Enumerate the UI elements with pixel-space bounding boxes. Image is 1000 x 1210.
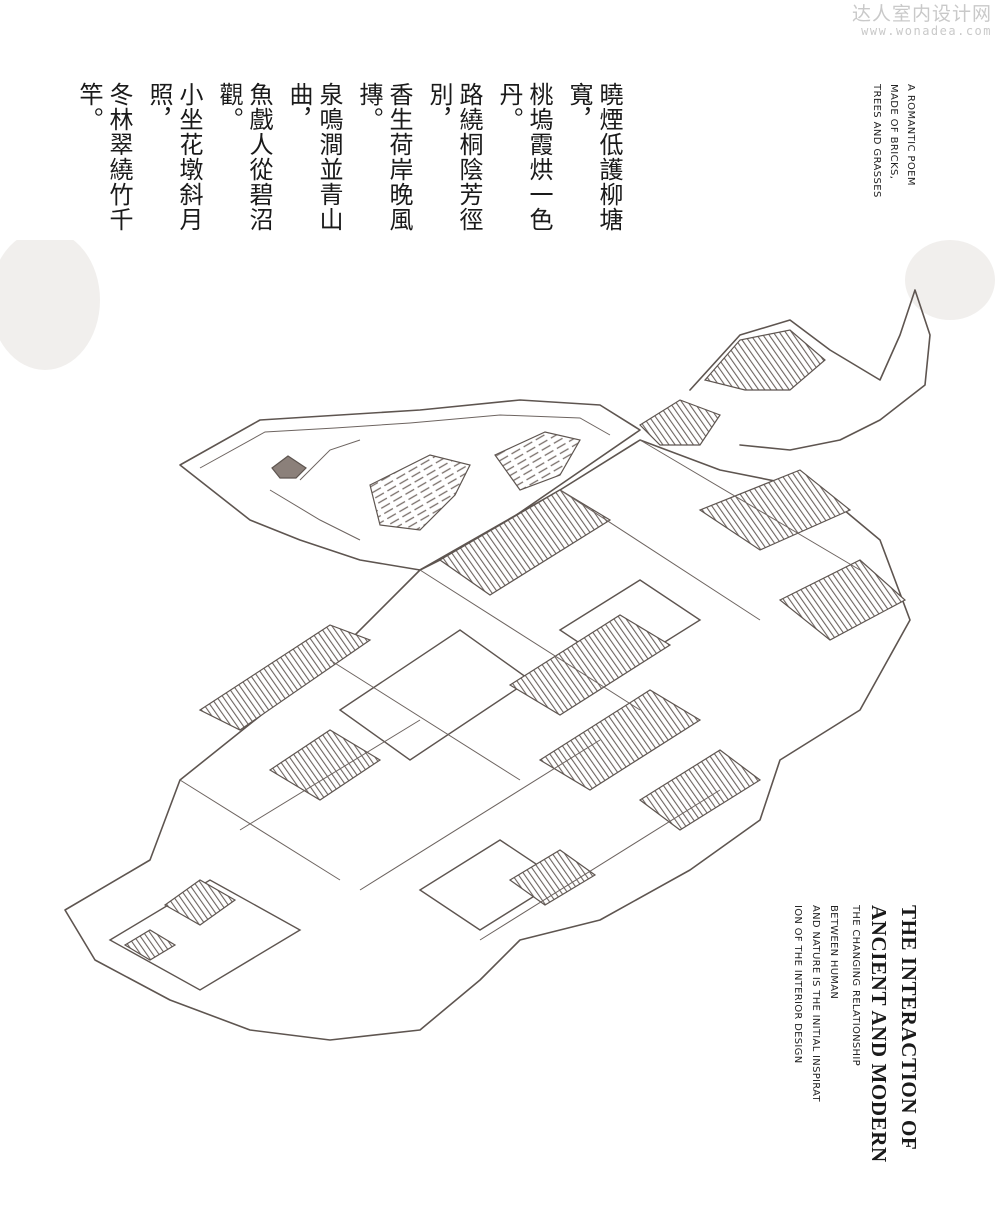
garden-pavilion [271, 455, 307, 479]
watermark: 达人室内设计网 www.wonadea.com [852, 4, 992, 38]
building-lines [179, 439, 861, 941]
paper-smudge [0, 240, 100, 370]
rear-hall-roof [703, 329, 826, 391]
headline-title-line-2: ANCIENT AND MODERN [867, 905, 891, 1163]
garden-path [269, 439, 361, 541]
garden-inner-wall [199, 414, 611, 469]
tagline-line-3: TREES AND GRASSES [871, 84, 882, 198]
front-pavilion-roof [163, 879, 237, 926]
garden-pond [369, 454, 471, 531]
compound-outer-wall [64, 439, 911, 1041]
poem-line-5: 泉鳴澗並青山曲， [285, 82, 343, 232]
gatehouse-roof [508, 849, 597, 906]
corner-pavilion-roof [123, 929, 177, 961]
hall-roof-far-east [778, 559, 907, 641]
hall-roof-south [268, 729, 382, 801]
paper-smudge [905, 240, 995, 320]
tagline-line-2: MADE OF BRICKS, [888, 84, 899, 180]
tagline: A ROMANTIC POEM MADE OF BRICKS, TREES AN… [870, 84, 917, 198]
garden-boundary [179, 399, 641, 571]
poem-line-4: 香生荷岸晚風摶。 [355, 82, 413, 232]
classical-poem: 曉煙低護柳塘寬， 桃塢霞烘一色丹。 路繞桐陰芳徑別， 香生荷岸晚風摶。 泉鳴澗並… [74, 82, 624, 272]
tagline-line-1: A ROMANTIC POEM [905, 84, 916, 186]
hall-roof-west [198, 624, 372, 731]
headline-title-line-1: THE INTERACTION OF [897, 905, 921, 1151]
headline-subtitle-line-4: ION OF THE INTERIOR DESIGN [792, 905, 803, 1064]
headline-subtitle-line-1: THE CHANGING RELATIONSHIP [850, 905, 861, 1066]
watermark-brand: 达人室内设计网 [851, 3, 992, 25]
hall-roof-middle [508, 614, 672, 716]
rear-wall [689, 289, 931, 451]
headline-block: THE INTERACTION OF ANCIENT AND MODERN TH… [790, 905, 922, 1163]
architecture-axonometric-illustration [0, 240, 1000, 1070]
poem-line-8: 冬林翠繞竹千竿。 [75, 82, 133, 232]
poem-line-1: 曉煙低護柳塘寬， [565, 82, 623, 232]
rear-gate-roof [639, 399, 721, 446]
poem-line-3: 路繞桐陰芳徑別， [425, 82, 483, 232]
hall-roof-front-east [638, 749, 762, 831]
watermark-url: www.wonadea.com [861, 23, 992, 38]
poem-line-2: 桃塢霞烘一色丹。 [495, 82, 553, 232]
poem-line-6: 魚戲人從碧沼觀。 [215, 82, 273, 232]
hall-roof-east [698, 469, 852, 551]
poem-line-7: 小坐花墩斜月照， [145, 82, 203, 232]
headline-subtitle-line-2: BETWEEN HUMAN [828, 905, 839, 1000]
courtyard-main [338, 629, 532, 761]
garden-pond-2 [494, 431, 581, 491]
hall-roof-central [438, 489, 612, 596]
compound-drawing [0, 240, 995, 1041]
hall-roof-southeast [538, 689, 702, 791]
headline-subtitle-line-3: AND NATURE IS THE INITIAL INSPIRAT [810, 905, 821, 1102]
